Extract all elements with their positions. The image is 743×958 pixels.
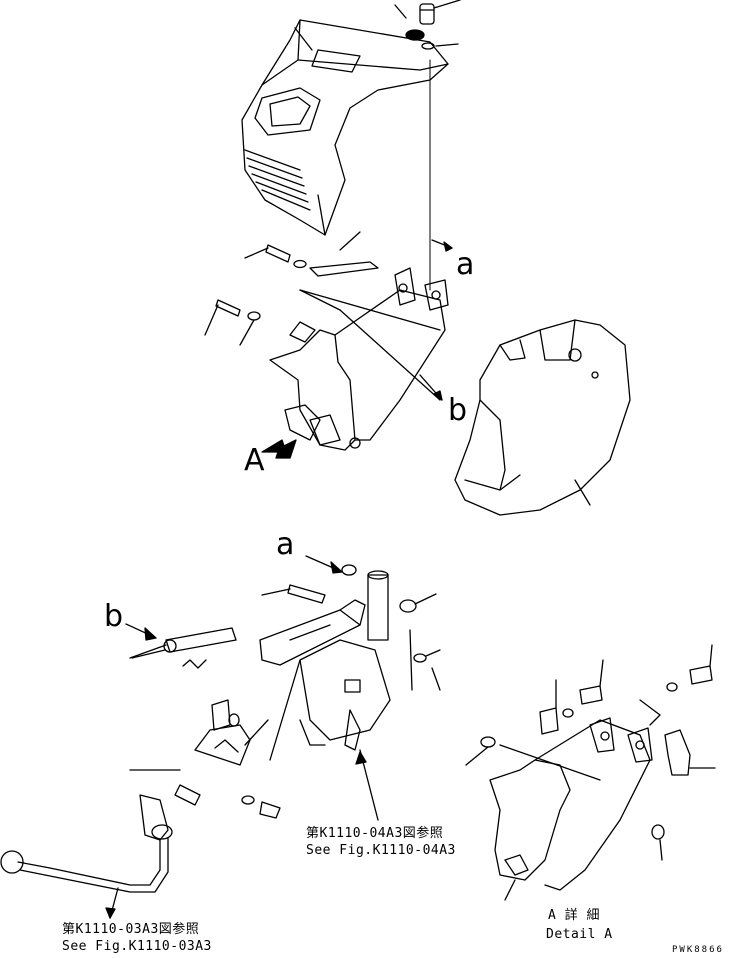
label-a-lower: a: [276, 527, 295, 562]
detail-a-title-en: Detail A: [546, 927, 613, 942]
detail-a-assembly: [465, 644, 716, 901]
ref-k1110-04a3-jp: 第K1110-04A3図参照: [306, 826, 444, 841]
top-bolt-part: [394, 0, 461, 291]
label-a-upper: a: [456, 247, 475, 282]
ref-k1110-03a3-jp: 第K1110-03A3図参照: [62, 922, 200, 937]
lower-leader-arrows: [125, 555, 379, 821]
lever-and-bracket-parts: [0, 659, 301, 919]
ref-k1110-03a3-en: See Fig.K1110-03A3: [62, 939, 212, 954]
label-b-lower: b: [104, 599, 124, 634]
side-cover-part: [454, 319, 631, 516]
upper-bracket-assembly: [269, 267, 449, 451]
ref-k1110-04a3-en: See Fig.K1110-04A3: [306, 843, 456, 858]
lower-left-hardware: [129, 564, 441, 691]
pin-and-bolt-parts: [204, 231, 379, 346]
label-view-a: A: [244, 443, 265, 478]
detail-a-title-jp: A 詳 細: [548, 908, 600, 923]
console-cover-part: [241, 19, 449, 236]
label-b-upper: b: [448, 393, 468, 428]
drawing-code: PWK8866: [672, 945, 724, 955]
leader-arrows-upper: [261, 239, 453, 459]
lock-lever-bracket: [259, 570, 413, 751]
